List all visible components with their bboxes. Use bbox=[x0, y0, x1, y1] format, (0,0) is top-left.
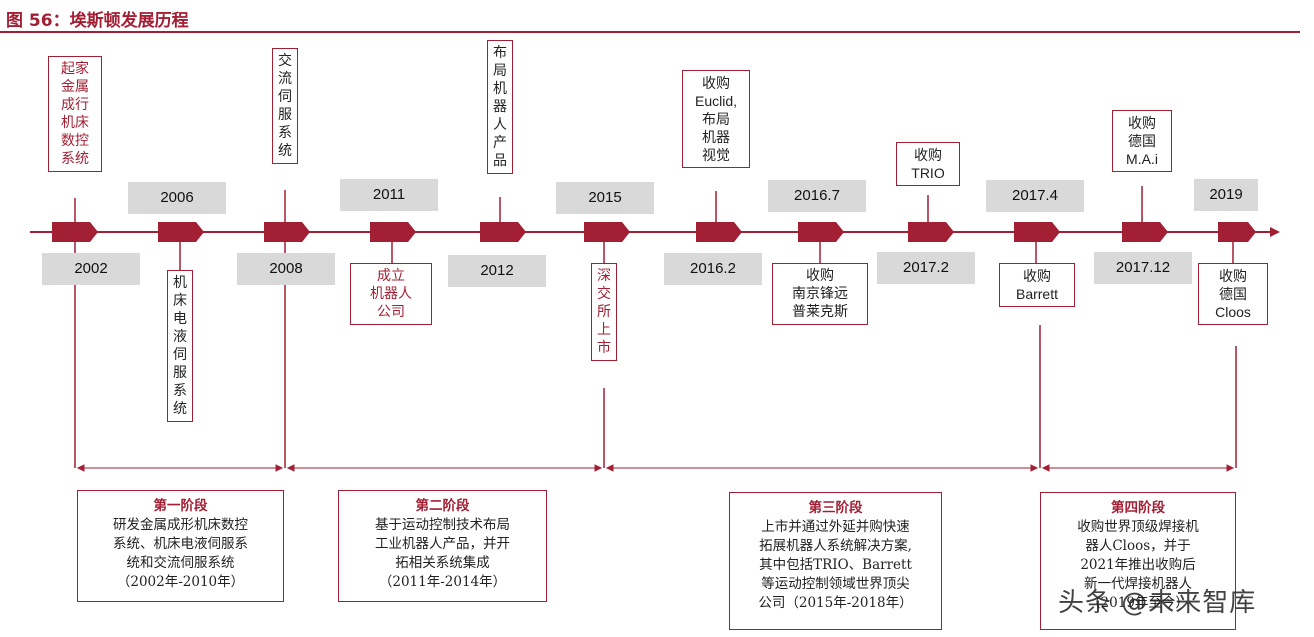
phase-line: （2002年-2010年） bbox=[116, 574, 245, 590]
event-2017-4: 收购 Barrett bbox=[999, 263, 1075, 307]
phase-line: 2021年推出收购后 bbox=[1080, 557, 1196, 573]
phase-title: 第三阶段 bbox=[808, 500, 863, 516]
year-label: 2019 bbox=[1194, 179, 1258, 211]
phase-title: 第一阶段 bbox=[153, 498, 208, 514]
phase-line: 收购世界顶级焊接机 bbox=[1077, 519, 1199, 535]
event-2016-2: 收购 Euclid, 布局 机器 视觉 bbox=[682, 70, 750, 168]
watermark: 头条 @未来智库 bbox=[1058, 588, 1257, 618]
phase-line: 器人Cloos，并于 bbox=[1085, 538, 1191, 554]
phase-1: 第一阶段 研发金属成形机床数控 系统、机床电液伺服系 统和交流伺服系统 （200… bbox=[77, 490, 284, 602]
phase-line: 系统、机床电液伺服系 bbox=[113, 536, 248, 552]
year-label: 2012 bbox=[448, 255, 546, 287]
phase-line: 拓展机器人系统解决方案, bbox=[759, 538, 912, 554]
event-2008: 交 流 伺 服 系 统 bbox=[272, 48, 298, 164]
phase-line: 统和交流伺服系统 bbox=[126, 555, 235, 571]
timeline-marker bbox=[1014, 222, 1060, 242]
year-label: 2015 bbox=[556, 182, 654, 214]
phase-line: （2011年-2014年） bbox=[378, 574, 507, 590]
timeline-marker bbox=[370, 222, 416, 242]
event-2012: 布 局 机 器 人 产 品 bbox=[487, 40, 513, 174]
timeline-marker bbox=[696, 222, 742, 242]
timeline-marker bbox=[1122, 222, 1168, 242]
phase-title: 第四阶段 bbox=[1111, 500, 1165, 516]
year-label: 2002 bbox=[42, 253, 140, 285]
event-2017-12: 收购 德国 M.A.i bbox=[1112, 110, 1172, 172]
timeline-arrowhead bbox=[1270, 227, 1280, 237]
timeline-marker bbox=[584, 222, 630, 242]
phase-title: 第二阶段 bbox=[415, 498, 470, 514]
figure-title: 图 56：埃斯顿发展历程 bbox=[6, 11, 189, 31]
year-label: 2017.2 bbox=[877, 252, 975, 284]
event-2017-2: 收购 TRIO bbox=[896, 142, 960, 186]
timeline-marker bbox=[264, 222, 310, 242]
year-label: 2016.7 bbox=[768, 180, 866, 212]
year-label: 2006 bbox=[128, 182, 226, 214]
timeline-marker bbox=[1218, 222, 1256, 242]
year-label: 2017.12 bbox=[1094, 252, 1192, 284]
year-label: 2008 bbox=[237, 253, 335, 285]
phase-2: 第二阶段 基于运动控制技术布局 工业机器人产品，并开 拓相关系统集成 （2011… bbox=[338, 490, 547, 602]
phase-line: 新一代焊接机器人 bbox=[1084, 576, 1192, 592]
event-2006: 机 床 电 液 伺 服 系 统 bbox=[167, 270, 193, 422]
connectors bbox=[74, 186, 1237, 468]
title-rule bbox=[0, 31, 1300, 33]
phase-line: 其中包括TRIO、Barrett bbox=[759, 557, 912, 573]
event-text: 起家 金属 成行 机床 数控 系统 bbox=[61, 61, 89, 167]
phase-line: 研发金属成形机床数控 bbox=[113, 517, 248, 533]
event-2002: 起家 金属 成行 机床 数控 系统 bbox=[48, 56, 102, 172]
year-label: 2017.4 bbox=[986, 180, 1084, 212]
timeline-marker bbox=[52, 222, 98, 242]
phase-line: 拓相关系统集成 bbox=[395, 555, 490, 571]
event-2019: 收购 德国 Cloos bbox=[1198, 263, 1268, 325]
timeline-marker bbox=[158, 222, 204, 242]
phase-line: 公司（2015年-2018年） bbox=[758, 595, 913, 611]
event-2016-7: 收购 南京锋远 普莱克斯 bbox=[772, 263, 868, 325]
phase-brackets bbox=[76, 464, 1235, 472]
timeline-marker bbox=[480, 222, 526, 242]
phase-line: 基于运动控制技术布局 bbox=[375, 517, 510, 533]
event-2015: 深 交 所 上 市 bbox=[591, 263, 617, 361]
phase-line: （2019年至今） bbox=[1087, 595, 1189, 611]
timeline-marker bbox=[798, 222, 844, 242]
timeline-marker bbox=[908, 222, 954, 242]
event-2011: 成立 机器人 公司 bbox=[350, 263, 432, 325]
phase-line: 等运动控制领域世界顶尖 bbox=[761, 576, 910, 592]
markers bbox=[52, 222, 1256, 242]
year-label: 2011 bbox=[340, 179, 438, 211]
phase-3: 第三阶段 上市并通过外延并购快速 拓展机器人系统解决方案, 其中包括TRIO、B… bbox=[729, 492, 942, 630]
phase-line: 工业机器人产品，并开 bbox=[375, 536, 510, 552]
year-label: 2016.2 bbox=[664, 253, 762, 285]
phase-4: 第四阶段 收购世界顶级焊接机 器人Cloos，并于 2021年推出收购后 新一代… bbox=[1040, 492, 1236, 630]
phase-line: 上市并通过外延并购快速 bbox=[761, 519, 910, 535]
